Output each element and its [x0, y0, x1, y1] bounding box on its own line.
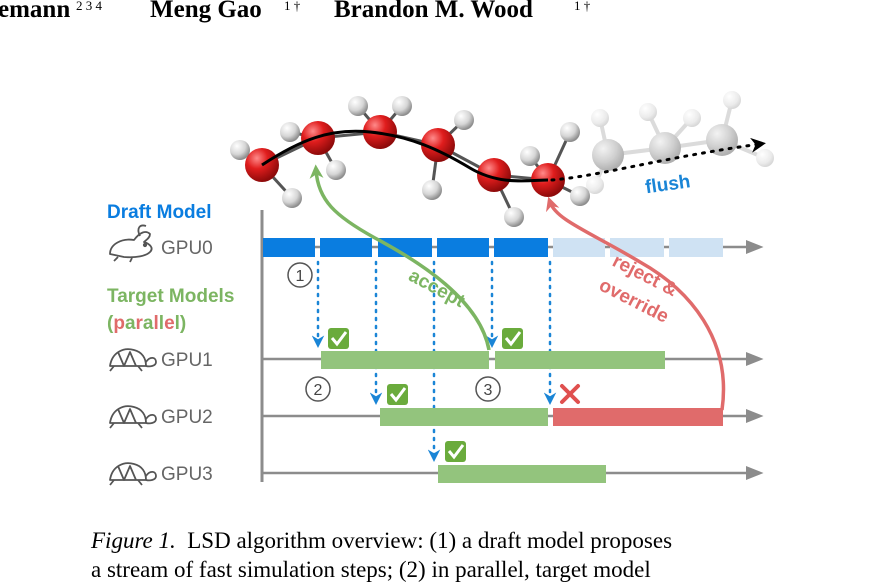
gpu3-label: GPU3: [161, 464, 213, 485]
author-affiliation: 1 †: [284, 0, 301, 13]
figure-label: Figure 1.: [91, 528, 176, 553]
flushed-trajectory: [550, 137, 766, 182]
gpu2-label: GPU2: [161, 407, 213, 428]
caption-line-1: Figure 1. LSD algorithm overview: (1) a …: [91, 526, 791, 555]
gpu2-row-label: GPU2: [109, 405, 213, 429]
flush-label: flush: [644, 171, 692, 198]
gpu2-override-bar: [553, 408, 723, 426]
flushed-step: [553, 238, 605, 257]
parallel-letter: (: [107, 313, 114, 334]
accept-arrow: [309, 164, 491, 351]
target-models-heading: Target Models: [107, 286, 234, 307]
gpu1-verify-bar: [495, 351, 665, 369]
parallel-letter: l: [159, 313, 164, 334]
author-affiliation: 2 3 4: [76, 0, 102, 13]
gpu1-label: GPU1: [161, 350, 213, 371]
draft-steps: [263, 238, 723, 257]
parallel-letter: a: [125, 313, 136, 334]
flushed-molecule: [586, 91, 774, 194]
draft-model-heading: Draft Model: [107, 202, 212, 223]
gpu3-row-label: GPU3: [109, 462, 213, 486]
step-marker-1: 1: [287, 262, 313, 288]
gpu3-verify-bar: [438, 465, 606, 483]
check-icon: [328, 328, 349, 349]
cross-icon: [560, 384, 580, 404]
author-affiliation: 1 †: [574, 0, 591, 13]
author-name: Brandon M. Wood: [334, 0, 533, 23]
check-icon: [387, 384, 408, 405]
caption-text: LSD algorithm overview: (1) a draft mode…: [187, 528, 673, 553]
check-icon: [445, 441, 466, 462]
parallel-letter: p: [113, 313, 125, 334]
check-icon: [502, 328, 523, 349]
turtle-icon: [109, 348, 157, 372]
step-number: 3: [484, 382, 493, 399]
draft-step: [437, 238, 489, 257]
parallel-letter: e: [164, 313, 175, 334]
flushed-step: [669, 238, 723, 257]
accept-label: accept: [405, 265, 469, 312]
parallel-letter: l: [154, 313, 159, 334]
lsd-overview-figure: flush Draft Model Target Models (paralle…: [107, 91, 774, 486]
molecule: [230, 96, 590, 227]
step-marker-2: 2: [305, 376, 331, 402]
trajectory-line: [261, 129, 549, 183]
draft-step: [494, 238, 548, 257]
turtle-icon: [109, 405, 157, 429]
gpu1-verify-bar: [321, 351, 489, 369]
gpu2-verify-bar: [380, 408, 548, 426]
step-number: 2: [314, 382, 323, 399]
parallel-letter: l: [175, 313, 180, 334]
gpu0-row-label: GPU0: [109, 224, 213, 263]
parallel-letter: r: [136, 313, 144, 334]
author-name: emann: [0, 0, 71, 23]
parallel-letter: a: [143, 313, 154, 334]
parallel-letter: ): [180, 313, 186, 334]
turtle-icon: [109, 462, 157, 486]
author-name: Meng Gao: [150, 0, 262, 23]
parallel-label: (parallel): [107, 313, 186, 334]
draft-step: [263, 238, 315, 257]
draft-step: [320, 238, 372, 257]
gpu0-label: GPU0: [161, 238, 213, 259]
rabbit-icon: [109, 224, 153, 263]
draft-step: [378, 238, 432, 257]
step-number: 1: [296, 268, 305, 285]
gpu1-row-label: GPU1: [109, 348, 213, 372]
author-line: emann 2 3 4 Meng Gao 1 † Brandon M. Wood…: [0, 0, 883, 28]
caption-line-2: a stream of fast simulation steps; (2) i…: [91, 557, 651, 582]
figure-caption: Figure 1. LSD algorithm overview: (1) a …: [91, 526, 791, 584]
reject-arrow: [546, 196, 726, 411]
step-marker-3: 3: [475, 376, 501, 402]
